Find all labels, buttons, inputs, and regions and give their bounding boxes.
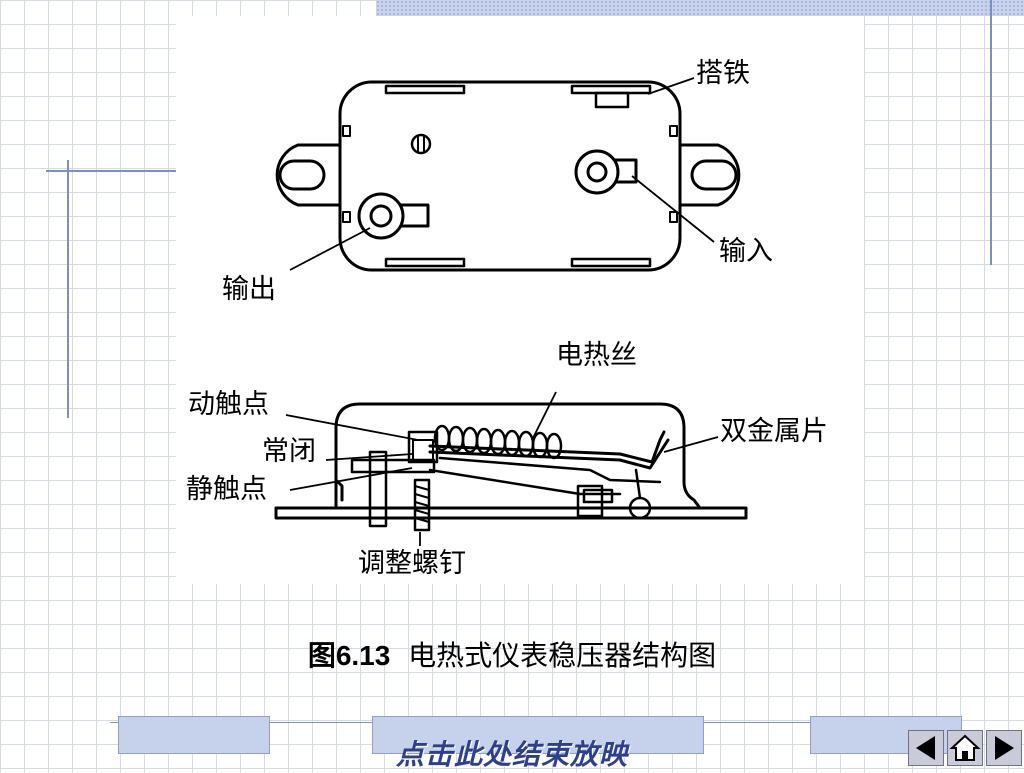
label-top-bracket: 搭铁 bbox=[696, 58, 750, 89]
home-icon bbox=[949, 734, 981, 761]
figure-title: 电热式仪表稳压器结构图 bbox=[408, 639, 717, 672]
right-decorative-line bbox=[990, 0, 992, 265]
label-static-contact: 静触点 bbox=[186, 474, 267, 505]
footer-box-left bbox=[118, 716, 270, 754]
housing-top-view bbox=[338, 80, 682, 272]
next-button[interactable] bbox=[986, 730, 1022, 766]
home-button[interactable] bbox=[947, 730, 983, 766]
rivet bbox=[410, 133, 432, 155]
right-mounting-ear bbox=[678, 143, 741, 207]
end-show-link[interactable]: 点击此处结束放映 bbox=[396, 738, 629, 771]
figure-caption: 图6.13 电热式仪表稳压器结构图 bbox=[0, 634, 1024, 674]
base-flange bbox=[274, 506, 748, 520]
bimetal-strip bbox=[428, 430, 666, 464]
left-mounting-ear bbox=[275, 143, 342, 207]
footer-box-center bbox=[372, 716, 704, 754]
housing-side-view bbox=[334, 402, 702, 510]
label-adjust-screw: 调整螺钉 bbox=[358, 548, 466, 579]
output-terminal bbox=[394, 203, 430, 228]
top-decorative-band bbox=[376, 0, 1024, 16]
label-output: 输出 bbox=[222, 274, 276, 305]
label-bimetal-strip: 双金属片 bbox=[720, 416, 828, 447]
diagram-panel-top bbox=[176, 16, 864, 316]
left-decorative-hline bbox=[46, 170, 176, 172]
label-moving-contact: 动触点 bbox=[188, 389, 269, 420]
figure-number: 图6.13 bbox=[307, 640, 391, 671]
label-heating-wire: 电热丝 bbox=[556, 340, 637, 371]
input-terminal bbox=[610, 158, 638, 184]
triangle-left-icon bbox=[916, 736, 935, 760]
label-input: 输入 bbox=[719, 236, 773, 267]
label-normally-closed: 常闭 bbox=[262, 436, 316, 467]
left-decorative-line bbox=[67, 160, 69, 418]
previous-button[interactable] bbox=[908, 730, 944, 766]
heating-wire-coil bbox=[433, 424, 563, 460]
triangle-right-icon bbox=[995, 736, 1014, 760]
